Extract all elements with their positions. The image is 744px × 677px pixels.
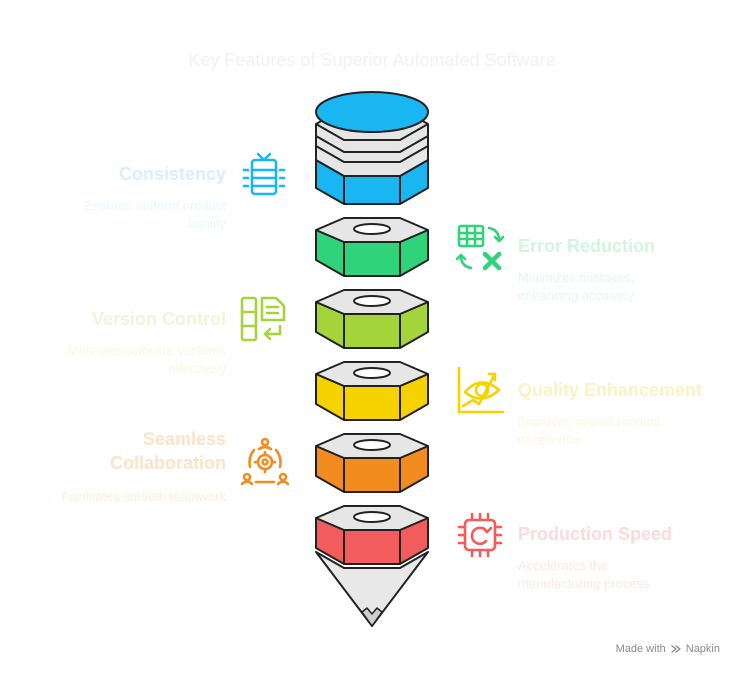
desc-line: Manages software versions	[67, 343, 226, 358]
desc-line: Minimizes mistakes,	[518, 270, 635, 285]
feature-title-seamless-collaboration: Seamless Collaboration	[20, 427, 226, 475]
nut-segment-lime	[315, 289, 429, 349]
title-line: Seamless	[142, 429, 226, 449]
nut-segment-orange	[315, 433, 429, 493]
desc-line: Facilitates smooth teamwork	[61, 489, 226, 504]
nut-segment-yellow	[315, 361, 429, 421]
team-gear-icon	[240, 437, 290, 486]
feature-title-production-speed: Production Speed	[518, 524, 673, 544]
title-line: Collaboration	[110, 453, 226, 473]
desc-line: excellence	[518, 432, 580, 447]
feature-desc-seamless-collaboration: Facilitates smooth teamwork	[20, 488, 226, 506]
cap-segment-blue	[315, 91, 429, 205]
feature-title-quality-enhancement: Quality Enhancement	[518, 380, 703, 400]
made-with-napkin-badge[interactable]: Made with Napkin	[616, 643, 720, 655]
napkin-logo-icon	[671, 645, 681, 653]
feature-desc-error-reduction: Minimizes mistakes, enhancing accuracy	[518, 269, 738, 305]
grid-x-icon	[455, 224, 505, 271]
desc-line: quality	[188, 216, 226, 231]
napkin-brand: Napkin	[685, 643, 720, 655]
pencil-tip	[315, 551, 429, 627]
desc-line: Ensures uniform product	[84, 198, 226, 213]
feature-desc-quality-enhancement: Improves overall product excellence	[518, 413, 738, 449]
feature-title-error-reduction: Error Reduction	[518, 236, 656, 256]
desc-line: effectively	[168, 361, 226, 376]
diagram-title: Key Features of Superior Automated Softw…	[188, 50, 556, 70]
desc-line: manufacturing process	[518, 576, 650, 591]
made-with-label: Made with	[615, 643, 666, 655]
checklist-icon	[242, 152, 286, 196]
nut-segment-green	[315, 217, 429, 277]
chip-refresh-icon	[457, 512, 503, 558]
feature-desc-version-control: Manages software versions effectively	[20, 342, 226, 378]
desc-line: Improves overall product	[518, 414, 661, 429]
eye-chart-icon	[457, 366, 505, 414]
desc-line: Accelerates the	[518, 558, 608, 573]
nut-segment-red	[315, 505, 429, 565]
feature-desc-production-speed: Accelerates the manufacturing process	[518, 557, 738, 593]
desc-line: enhancing accuracy	[518, 288, 634, 303]
feature-title-version-control: Version Control	[91, 309, 226, 329]
feature-title-consistency: Consistency	[118, 164, 226, 184]
feature-desc-consistency: Ensures uniform product quality	[20, 197, 226, 233]
documents-icon	[240, 296, 286, 342]
